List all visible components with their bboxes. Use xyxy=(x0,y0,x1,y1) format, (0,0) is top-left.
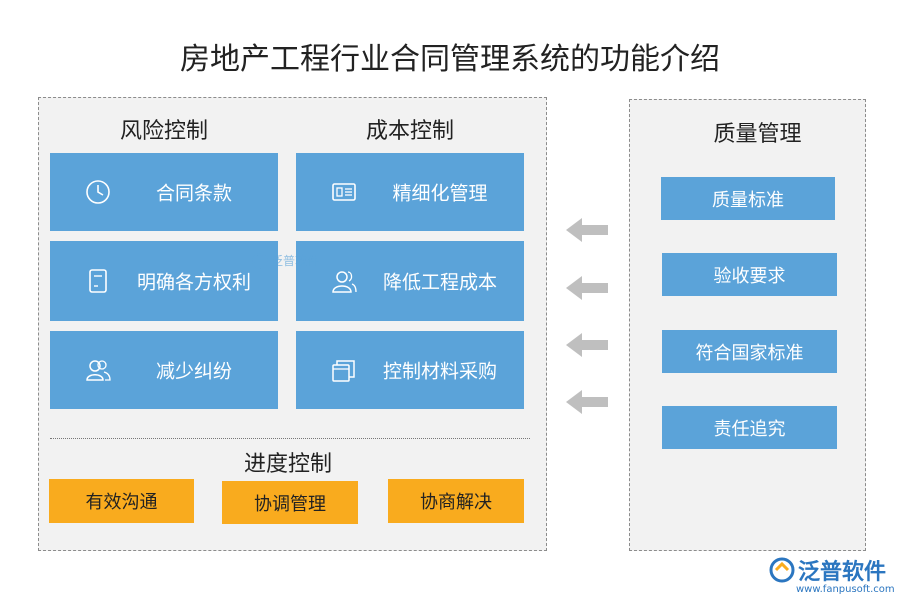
brand-name: 泛普软件 xyxy=(798,560,887,585)
arrow-left-icon xyxy=(566,333,608,357)
arrow-left-icon xyxy=(566,218,608,242)
risk-card-disputes: 减少纠纷 xyxy=(50,331,278,409)
windows-icon xyxy=(332,360,355,382)
users-icon xyxy=(86,360,111,381)
id-card-icon xyxy=(332,183,356,201)
arrow-left-icon xyxy=(566,390,608,414)
section-divider xyxy=(50,438,530,439)
cost-heading: 成本控制 xyxy=(365,119,454,144)
watermark-text: 泛普软件 xyxy=(271,254,320,268)
clock-icon xyxy=(86,180,110,204)
quality-item-acceptance: 验收要求 xyxy=(662,253,837,296)
fanpu-logo-icon xyxy=(252,252,268,269)
risk-card-label: 减少纠纷 xyxy=(155,360,232,383)
page-title: 房地产工程行业合同管理系统的功能介绍 xyxy=(180,42,720,77)
cost-card-reduce-cost: 降低工程成本 xyxy=(296,241,524,321)
quality-heading: 质量管理 xyxy=(713,122,802,147)
document-icon xyxy=(89,269,107,293)
risk-card-contract-terms: 合同条款 xyxy=(50,153,278,231)
progress-heading: 进度控制 xyxy=(243,452,332,477)
cost-card-label: 精细化管理 xyxy=(392,182,488,205)
cost-card-fine-management: 精细化管理 xyxy=(296,153,524,231)
risk-card-label: 合同条款 xyxy=(155,182,232,205)
progress-item-negotiation: 协商解决 xyxy=(388,479,524,523)
quality-panel xyxy=(629,99,866,551)
progress-item-coordination: 协调管理 xyxy=(222,481,358,524)
progress-item-communication: 有效沟通 xyxy=(49,479,194,523)
quality-item-accountability: 责任追究 xyxy=(662,406,837,449)
risk-heading: 风险控制 xyxy=(119,119,208,144)
brand-url: www.fanpusoft.com xyxy=(796,584,895,595)
arrow-left-icon xyxy=(566,276,608,300)
cost-card-label: 降低工程成本 xyxy=(382,271,497,294)
quality-item-standard: 质量标准 xyxy=(661,177,835,220)
risk-card-label: 明确各方权利 xyxy=(136,271,251,294)
watermark: 泛普软件 xyxy=(252,252,319,269)
cost-card-material-purchase: 控制材料采购 xyxy=(296,331,524,409)
brand-logo: 泛普软件 www.fanpusoft.com xyxy=(768,554,895,598)
quality-item-national-standard: 符合国家标准 xyxy=(662,330,837,373)
user-group-icon xyxy=(332,271,357,293)
risk-card-rights: 明确各方权利 xyxy=(50,241,278,321)
fanpu-logo-icon xyxy=(769,557,795,583)
cost-card-label: 控制材料采购 xyxy=(382,360,497,383)
